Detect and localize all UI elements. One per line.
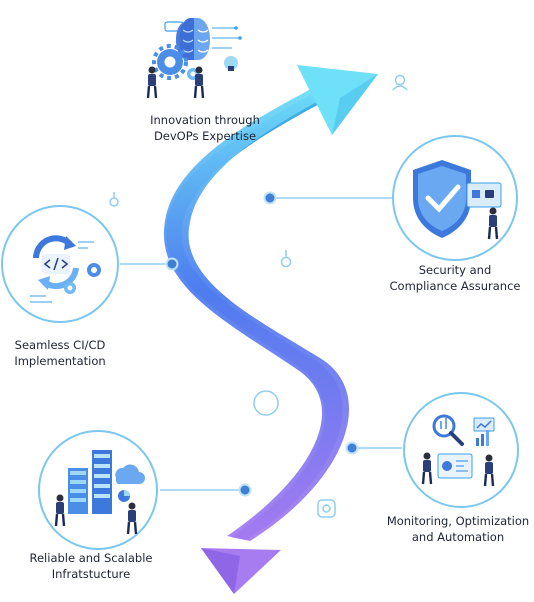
deco-camera-icon (317, 499, 336, 518)
label-innovation: Innovation through DevOPs Expertise (150, 113, 260, 143)
journey-arrow (163, 65, 378, 594)
arrow-head-top (297, 65, 378, 135)
deco-pin-2 (280, 256, 292, 268)
code-cycle-icon (1, 205, 119, 323)
connectors (120, 197, 402, 491)
label-infrastructure: Reliable and Scalable Infratstucture (29, 551, 153, 581)
dot-cicd (165, 257, 179, 271)
label-monitoring: Monitoring, Optimization and Automation (386, 514, 530, 544)
brain-gears-icon (146, 18, 242, 99)
label-cicd: Seamless CI/CD Implementation (14, 338, 106, 368)
arrow-head-top-shade (332, 74, 378, 135)
dot-infrastructure (238, 483, 252, 497)
deco-ring-large (253, 390, 279, 416)
dot-security (263, 191, 277, 205)
shield-check-icon (392, 135, 518, 261)
junction-dots (165, 191, 359, 497)
server-cloud-icon (38, 430, 158, 550)
deco-user-icon (394, 74, 406, 86)
arrow-body-face (163, 84, 350, 541)
monitoring-badge (403, 392, 519, 508)
dot-monitoring (345, 441, 359, 455)
deco-pin-1 (109, 197, 119, 207)
analytics-dashboard-icon (403, 392, 519, 508)
arrow-head-bottom-shade (201, 548, 240, 594)
decorations (109, 74, 408, 518)
label-security: Security and Compliance Assurance (389, 263, 521, 293)
